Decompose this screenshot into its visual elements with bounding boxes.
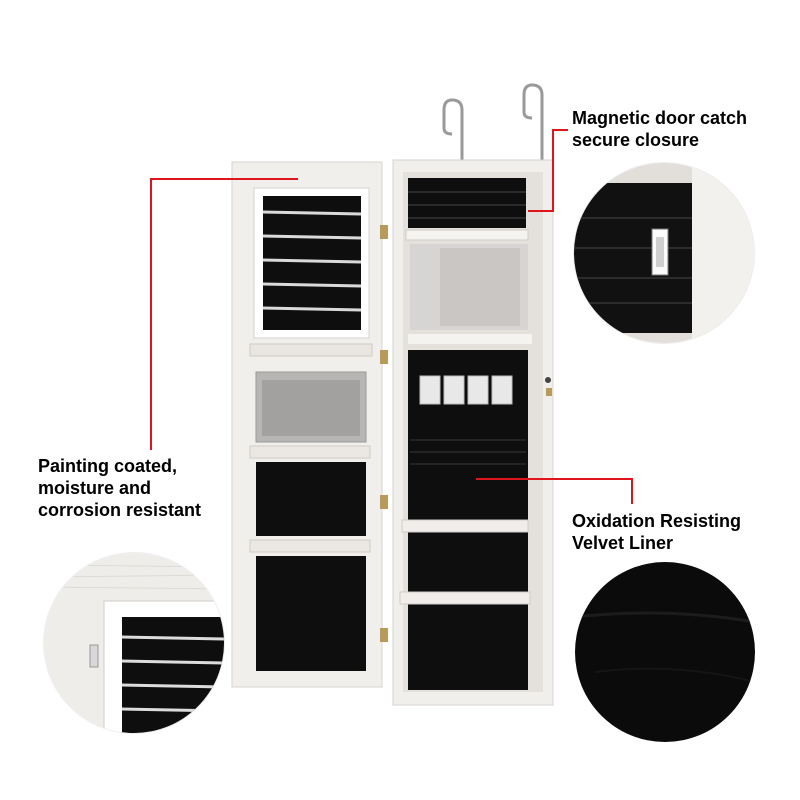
velvet-liner-label: Oxidation Resisting Velvet Liner xyxy=(572,510,741,554)
velvet-liner-detail-image xyxy=(575,562,755,742)
painted-frame-detail-image xyxy=(44,553,224,733)
magnetic-callout-line-bottom xyxy=(528,210,554,212)
magnetic-catch-label: Magnetic door catch secure closure xyxy=(572,107,747,151)
cabinet-body xyxy=(392,159,554,706)
magnetic-catch-detail-circle xyxy=(573,162,755,344)
magnetic-callout-line-top xyxy=(552,129,568,131)
velvet-callout-line-vertical xyxy=(631,478,633,504)
painting-callout-line-top xyxy=(150,178,298,180)
jewelry-cabinet-illustration xyxy=(231,83,554,706)
painting-callout-line-vertical xyxy=(150,178,152,450)
open-door xyxy=(231,161,388,688)
velvet-callout-line-horizontal xyxy=(476,478,632,480)
velvet-label-line2: Velvet Liner xyxy=(572,533,674,553)
magnetic-callout-line-vertical xyxy=(552,129,554,212)
over-door-hooks xyxy=(442,83,544,160)
painting-coated-label: Painting coated, moisture and corrosion … xyxy=(38,455,201,521)
painted-frame-detail-circle xyxy=(43,552,225,734)
velvet-label-line1: Oxidation Resisting xyxy=(572,511,742,531)
painting-label-line1: Painting coated, xyxy=(38,456,178,476)
velvet-liner-detail-circle xyxy=(575,562,755,742)
magnetic-catch-label-line1: Magnetic door catch xyxy=(572,108,748,128)
magnetic-catch-detail-image xyxy=(574,163,754,343)
painting-label-line2: moisture and xyxy=(38,478,152,498)
painting-label-line3: corrosion resistant xyxy=(38,500,202,520)
magnetic-catch-label-line2: secure closure xyxy=(572,130,700,150)
